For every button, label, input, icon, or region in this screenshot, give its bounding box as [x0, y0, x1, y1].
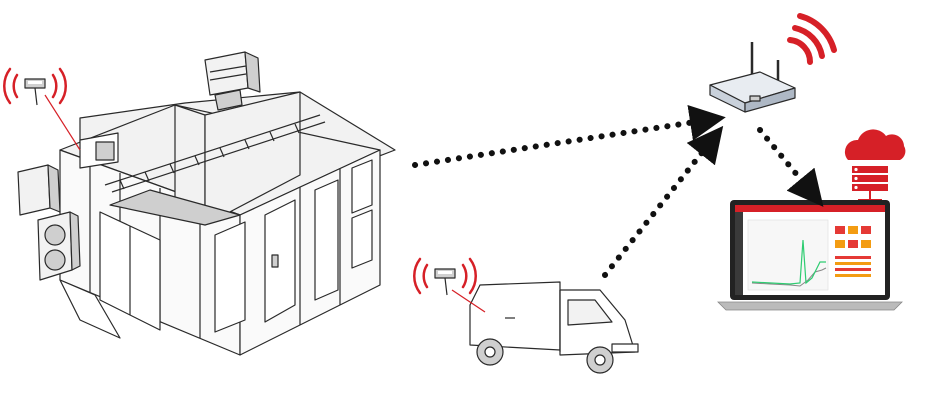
- laptop-dashboard-icon: [717, 200, 903, 311]
- cold-room-sensor-icon: [3, 67, 67, 106]
- van-sensor-icon: [413, 257, 477, 296]
- wifi-signal-icon: [787, 13, 837, 65]
- iot-gateway-icon: [709, 42, 796, 113]
- cold-room-illustration: [17, 51, 396, 356]
- van-sensor-leader: [451, 289, 486, 313]
- van-illustration: [469, 281, 639, 374]
- link-gateway-to-laptop: [757, 127, 824, 207]
- link-cold-room-to-gateway: [412, 104, 726, 168]
- cold-room-sensor-leader: [44, 94, 81, 151]
- cloud-server-icon: [844, 129, 906, 201]
- link-van-to-gateway: [602, 125, 724, 278]
